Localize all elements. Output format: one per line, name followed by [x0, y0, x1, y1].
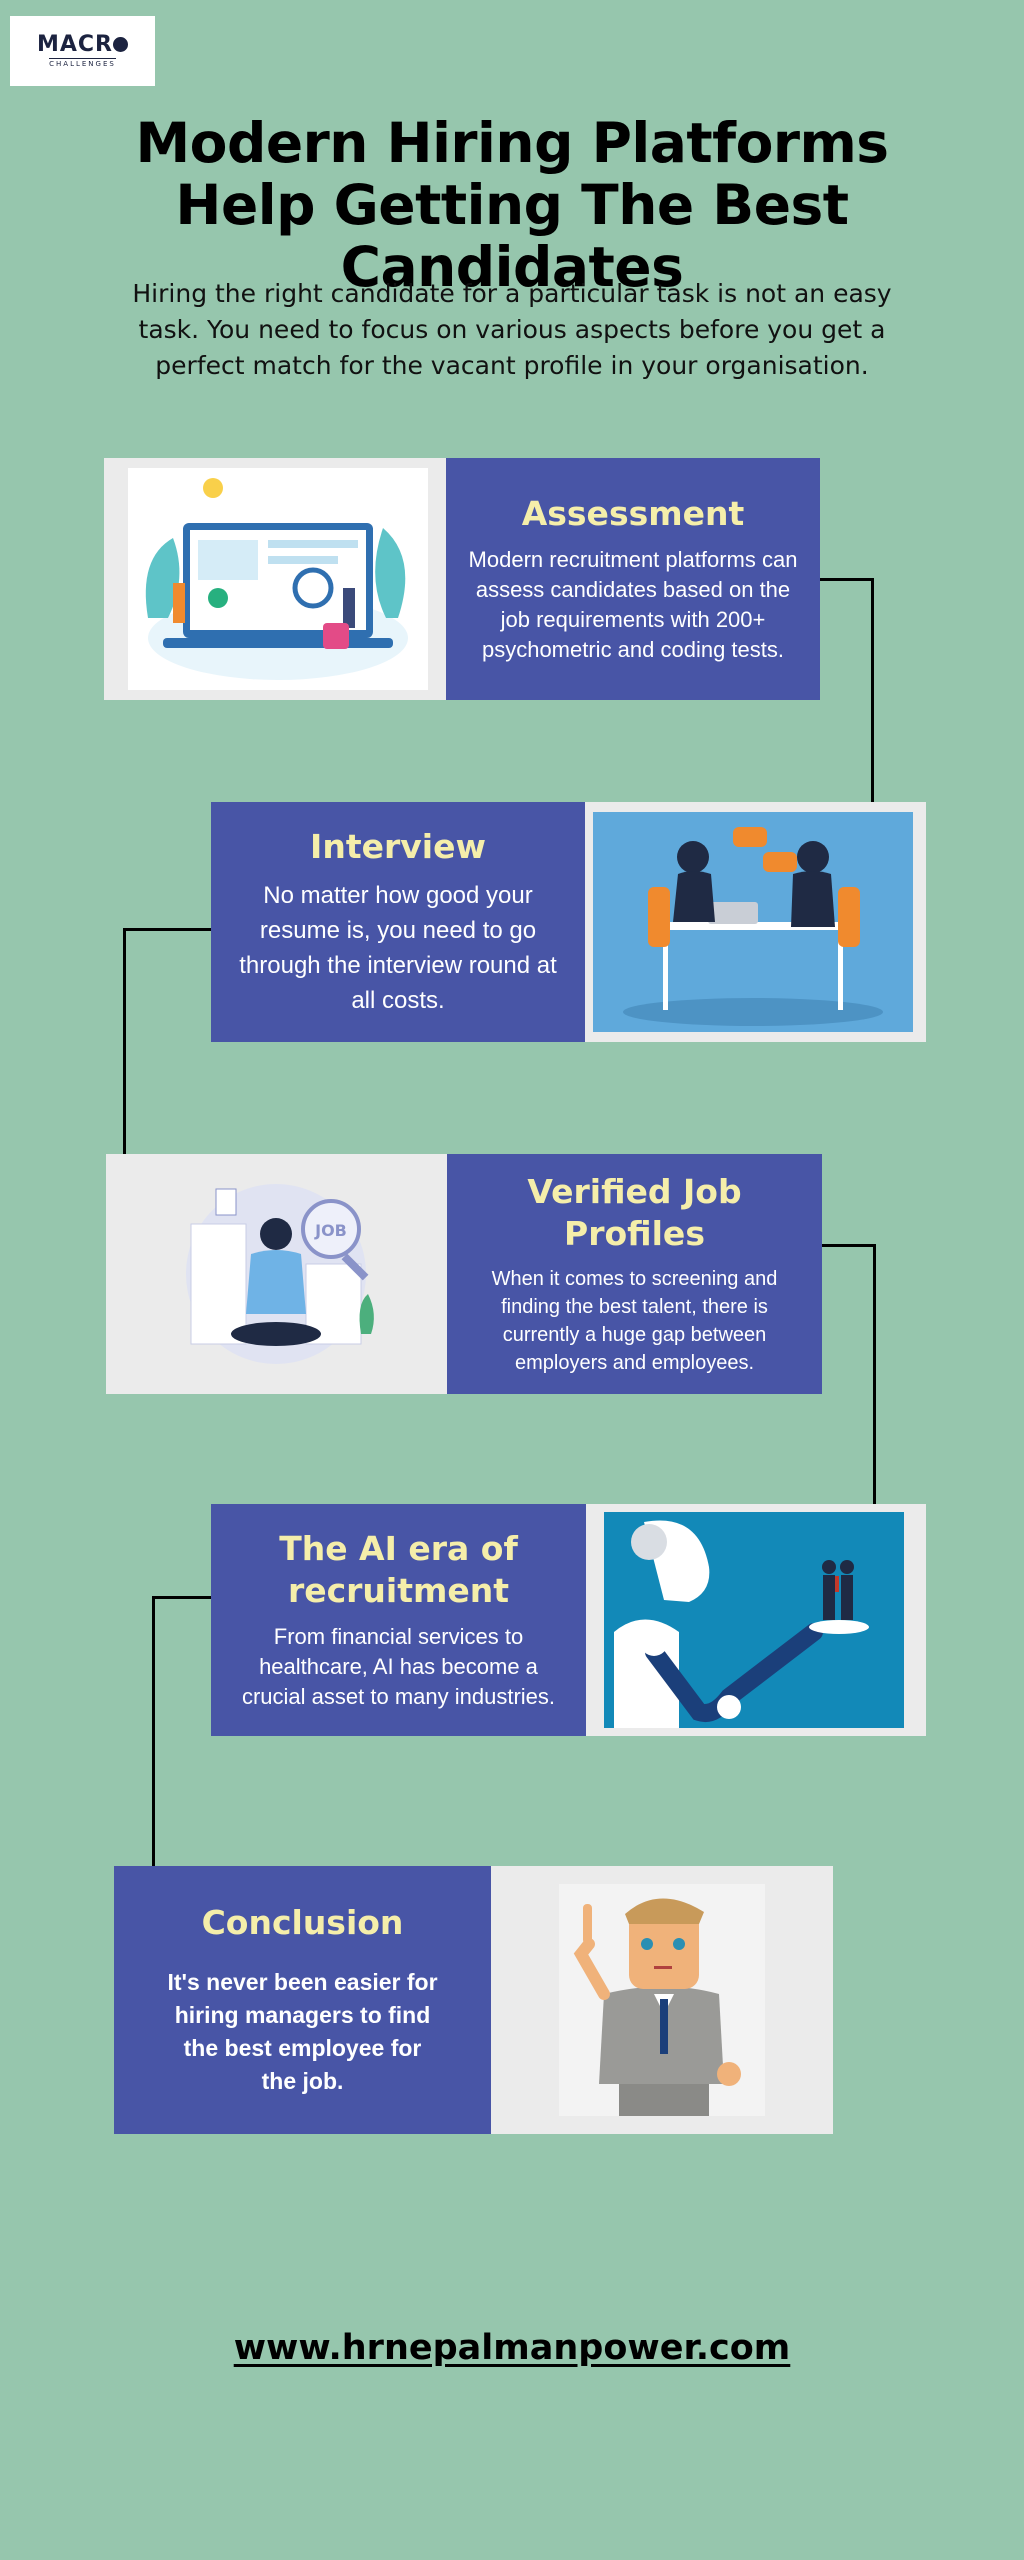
connector-line	[873, 1244, 876, 1504]
intro-text: Hiring the right candidate for a particu…	[132, 279, 892, 380]
robot-hand-icon	[614, 1520, 869, 1728]
connector-line	[152, 1596, 211, 1599]
interview-illustration	[593, 812, 913, 1032]
assessment-illustration	[128, 468, 428, 690]
businessman-pointing-icon	[573, 1898, 741, 2116]
job-profiles-panel: Verified Job Profiles When it comes to s…	[447, 1154, 822, 1394]
job-badge-text: JOB	[314, 1221, 347, 1240]
brand-logo: MACR CHALLENGES	[10, 16, 155, 86]
ai-era-image-frame	[586, 1504, 926, 1736]
assessment-image-frame	[104, 458, 446, 700]
conclusion-image-frame	[491, 1866, 833, 2134]
recruitment-screen-icon	[145, 478, 408, 680]
interview-body: No matter how good your resume is, you n…	[239, 882, 557, 1014]
interview-panel: Interview No matter how good your resume…	[211, 802, 585, 1042]
interview-heading: Interview	[310, 827, 486, 866]
connector-line	[123, 928, 126, 1154]
footer-url-link[interactable]: www.hrnepalmanpower.com	[0, 2328, 1024, 2368]
assessment-heading: Assessment	[521, 494, 745, 533]
job-profiles-image-frame: JOB	[106, 1154, 447, 1394]
conclusion-panel: Conclusion It's never been easier for hi…	[114, 1866, 491, 2134]
connector-line	[820, 578, 874, 581]
connector-line	[871, 578, 874, 802]
connector-line	[123, 928, 211, 931]
job-profiles-heading: Verified Job Profiles	[527, 1172, 742, 1253]
page-title: Modern Hiring Platforms Help Getting The…	[135, 111, 889, 299]
conclusion-heading: Conclusion	[201, 1903, 404, 1942]
assessment-panel: Assessment Modern recruitment platforms …	[446, 458, 820, 700]
connector-line	[152, 1596, 155, 1866]
interview-meeting-icon	[623, 827, 883, 1026]
connector-line	[820, 1244, 876, 1247]
ai-era-body: From financial services to healthcare, A…	[241, 1624, 556, 1709]
conclusion-body: It's never been easier for hiring manage…	[167, 1969, 438, 2094]
assessment-body: Modern recruitment platforms can assess …	[468, 547, 798, 662]
ai-era-illustration	[604, 1512, 904, 1728]
logo-o-mark	[113, 37, 128, 52]
job-profiles-body: When it comes to screening and finding t…	[491, 1268, 778, 1374]
job-search-icon: JOB	[186, 1184, 374, 1364]
interview-image-frame	[585, 802, 926, 1042]
footer-url-text[interactable]: www.hrnepalmanpower.com	[233, 2328, 791, 2368]
ai-era-panel: The AI era of recruitment From financial…	[211, 1504, 586, 1736]
conclusion-illustration	[559, 1884, 765, 2116]
ai-era-heading: The AI era of recruitment	[279, 1529, 518, 1610]
